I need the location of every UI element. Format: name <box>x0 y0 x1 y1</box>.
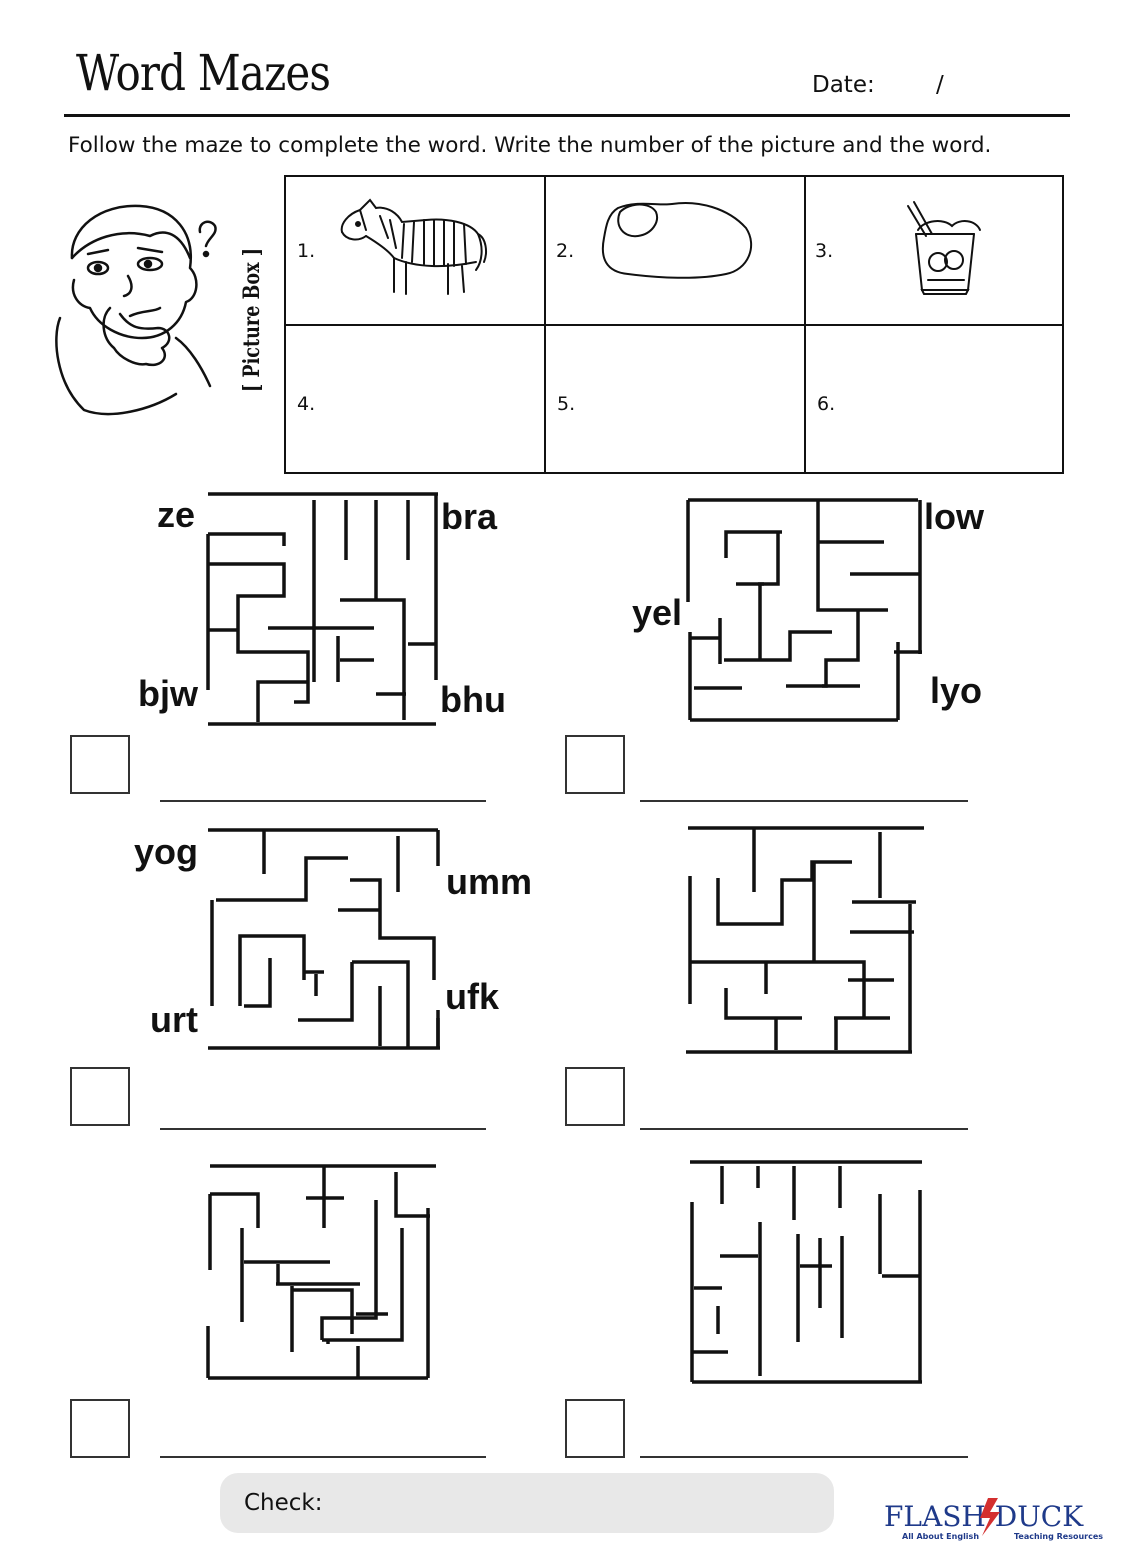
date-separator: / <box>936 72 944 98</box>
picture-number-5: 5. <box>557 393 576 415</box>
answer-line-2[interactable] <box>640 800 968 802</box>
answer-number-box-5[interactable] <box>70 1399 130 1458</box>
picture-number-4: 4. <box>297 393 316 415</box>
thinking-boy-icon <box>55 204 217 416</box>
picture-number-6: 6. <box>817 393 836 415</box>
maze-1-fragment-ze: ze <box>157 494 196 535</box>
picture-number-2: 2. <box>556 240 575 262</box>
maze-2-fragment-low: low <box>924 496 984 537</box>
maze-2-fragment-lyo: lyo <box>930 670 983 711</box>
maze-1-fragment-bra: bra <box>441 496 498 537</box>
maze-3-fragment-urt: urt <box>150 999 198 1040</box>
maze-4 <box>686 826 924 1054</box>
instructions: Follow the maze to complete the word. Wr… <box>68 133 992 158</box>
maze-5 <box>206 1164 436 1380</box>
header-rule <box>64 114 1070 117</box>
answer-line-3[interactable] <box>160 1128 486 1130</box>
picture-box <box>284 175 1064 474</box>
egg-icon <box>601 202 753 279</box>
maze-1-fragment-bjw: bjw <box>138 673 198 714</box>
picture-number-3: 3. <box>815 240 834 262</box>
maze-3-fragment-yog: yog <box>134 831 199 872</box>
answer-number-box-4[interactable] <box>565 1067 625 1126</box>
answer-line-1[interactable] <box>160 800 486 802</box>
answer-number-box-1[interactable] <box>70 735 130 794</box>
check-label: Check: <box>244 1490 323 1516</box>
zebra-icon <box>340 198 487 295</box>
answer-line-6[interactable] <box>640 1456 968 1458</box>
flashduck-logo: FLASH DUCK All About English Teaching Re… <box>884 1498 1103 1541</box>
maze-3-fragment-umm: umm <box>446 861 533 902</box>
maze-3 <box>208 828 440 1050</box>
maze-1-fragment-bhu: bhu <box>440 679 506 720</box>
maze-1 <box>206 492 438 726</box>
check-bar <box>220 1473 834 1533</box>
maze-6 <box>690 1160 922 1384</box>
answer-line-4[interactable] <box>640 1128 968 1130</box>
picture-box-label: [ Picture Box ] <box>239 247 265 393</box>
answer-number-box-6[interactable] <box>565 1399 625 1458</box>
answer-number-box-2[interactable] <box>565 735 625 794</box>
answer-line-5[interactable] <box>160 1456 486 1458</box>
svg-text:Teaching Resources: Teaching Resources <box>1014 1532 1103 1541</box>
maze-3-fragment-ufk: ufk <box>445 976 499 1017</box>
picture-number-1: 1. <box>297 240 316 262</box>
page-title: Word Mazes <box>76 44 331 102</box>
maze-2 <box>686 498 922 722</box>
svg-text:All About English: All About English <box>902 1532 979 1541</box>
date-label: Date: <box>812 72 875 98</box>
yogurt-cup-icon <box>907 201 981 295</box>
maze-2-fragment-yel: yel <box>632 592 683 633</box>
answer-number-box-3[interactable] <box>70 1067 130 1126</box>
